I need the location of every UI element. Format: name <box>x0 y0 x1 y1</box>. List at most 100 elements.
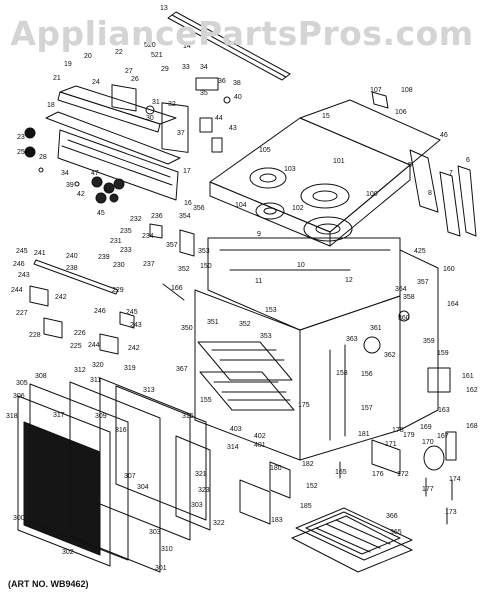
part-number-label: 15 <box>322 113 330 120</box>
oven-body <box>194 237 439 461</box>
part-number-label: 229 <box>112 287 124 294</box>
part-number-label: 100 <box>366 191 378 198</box>
part-number-label: 160 <box>443 266 455 273</box>
part-number-label: 307 <box>124 473 136 480</box>
part-number-label: 316 <box>115 427 127 434</box>
part-number-label: 166 <box>171 285 183 292</box>
part-number-label: 155 <box>200 397 212 404</box>
part-number-label: 25 <box>17 149 25 156</box>
part-number-label: 315 <box>182 413 194 420</box>
part-number-label: 237 <box>143 261 155 268</box>
part-number-label: 360 <box>398 315 410 322</box>
part-number-label: 36 <box>218 78 226 85</box>
part-number-label: 353 <box>260 333 272 340</box>
part-number-label: 367 <box>176 366 188 373</box>
part-number-label: 32 <box>168 101 176 108</box>
part-number-label: 169 <box>420 424 432 431</box>
part-number-label: 19 <box>64 61 72 68</box>
part-number-label: 322 <box>213 520 225 527</box>
part-number-label: 26 <box>131 76 139 83</box>
part-number-label: 163 <box>438 407 450 414</box>
part-number-label: 310 <box>161 546 173 553</box>
part-number-label: 351 <box>207 319 219 326</box>
oven-racks <box>197 341 295 411</box>
part-number-label: 305 <box>16 380 28 387</box>
part-number-label: 308 <box>35 373 47 380</box>
part-number-label: 180 <box>270 465 282 472</box>
part-number-label: 45 <box>97 210 105 217</box>
part-number-label: 7 <box>449 170 453 177</box>
part-number-label: 302 <box>62 549 74 556</box>
control-panel-assembly <box>45 77 231 201</box>
part-number-label: 24 <box>92 79 100 86</box>
part-number-label: 234 <box>142 233 154 240</box>
part-number-label: 183 <box>271 517 283 524</box>
part-number-label: 239 <box>98 254 110 261</box>
part-number-label: 241 <box>34 250 46 257</box>
part-number-label: 246 <box>13 261 25 268</box>
part-number-label: 34 <box>61 170 69 177</box>
part-number-label: 102 <box>292 205 304 212</box>
part-number-label: 108 <box>401 87 413 94</box>
part-number-label: 233 <box>120 247 132 254</box>
part-number-label: 171 <box>385 441 397 448</box>
part-number-label: 521 <box>151 52 163 59</box>
part-number-label: 364 <box>395 286 407 293</box>
part-number-label: 185 <box>300 503 312 510</box>
art-number: (ART NO. WB9462) <box>8 579 89 589</box>
part-number-label: 246 <box>94 308 106 315</box>
part-number-label: 158 <box>336 370 348 377</box>
part-number-label: 173 <box>445 509 457 516</box>
part-number-label: 104 <box>235 202 247 209</box>
part-number-label: 150 <box>200 263 212 270</box>
part-number-label: 362 <box>384 352 396 359</box>
part-number-label: 238 <box>66 265 78 272</box>
part-number-label: 43 <box>229 125 237 132</box>
cooktop-top <box>209 99 441 247</box>
part-number-label: 6 <box>466 157 470 164</box>
part-number-label: 356 <box>193 205 205 212</box>
part-number-label: 425 <box>414 248 426 255</box>
part-number-label: 401 <box>254 442 266 449</box>
part-number-label: 35 <box>200 90 208 97</box>
part-number-label: 21 <box>53 75 61 82</box>
part-number-label: 152 <box>306 483 318 490</box>
part-number-label: 175 <box>298 402 310 409</box>
part-number-label: 317 <box>53 412 65 419</box>
part-number-label: 46 <box>440 132 448 139</box>
part-number-label: 47 <box>91 170 99 177</box>
part-number-label: 312 <box>74 367 86 374</box>
part-number-label: 352 <box>178 266 190 273</box>
part-number-label: 226 <box>74 330 86 337</box>
part-number-label: 304 <box>137 484 149 491</box>
part-number-label: 225 <box>70 343 82 350</box>
part-number-label: 16 <box>184 200 192 207</box>
part-number-label: 12 <box>345 277 353 284</box>
part-number-label: 107 <box>370 87 382 94</box>
part-number-label: 41 <box>104 187 112 194</box>
part-number-label: 172 <box>397 471 409 478</box>
part-number-label: 403 <box>230 426 242 433</box>
part-number-label: 105 <box>259 147 271 154</box>
oven-door-assembly <box>17 377 291 573</box>
part-number-label: 44 <box>215 115 223 122</box>
part-number-label: 162 <box>466 387 478 394</box>
broiler-pan <box>291 507 413 573</box>
control-knobs <box>24 127 125 204</box>
part-number-label: 243 <box>130 322 142 329</box>
part-number-label: 8 <box>428 190 432 197</box>
part-number-label: 37 <box>177 130 185 137</box>
part-number-label: 520 <box>144 42 156 49</box>
part-number-label: 165 <box>335 469 347 476</box>
part-number-label: 176 <box>372 471 384 478</box>
part-number-label: 236 <box>151 213 163 220</box>
part-number-label: 167 <box>437 433 449 440</box>
part-number-label: 244 <box>88 342 100 349</box>
part-number-label: 320 <box>92 362 104 369</box>
part-number-label: 359 <box>423 338 435 345</box>
part-number-label: 13 <box>160 5 168 12</box>
part-number-label: 106 <box>395 109 407 116</box>
